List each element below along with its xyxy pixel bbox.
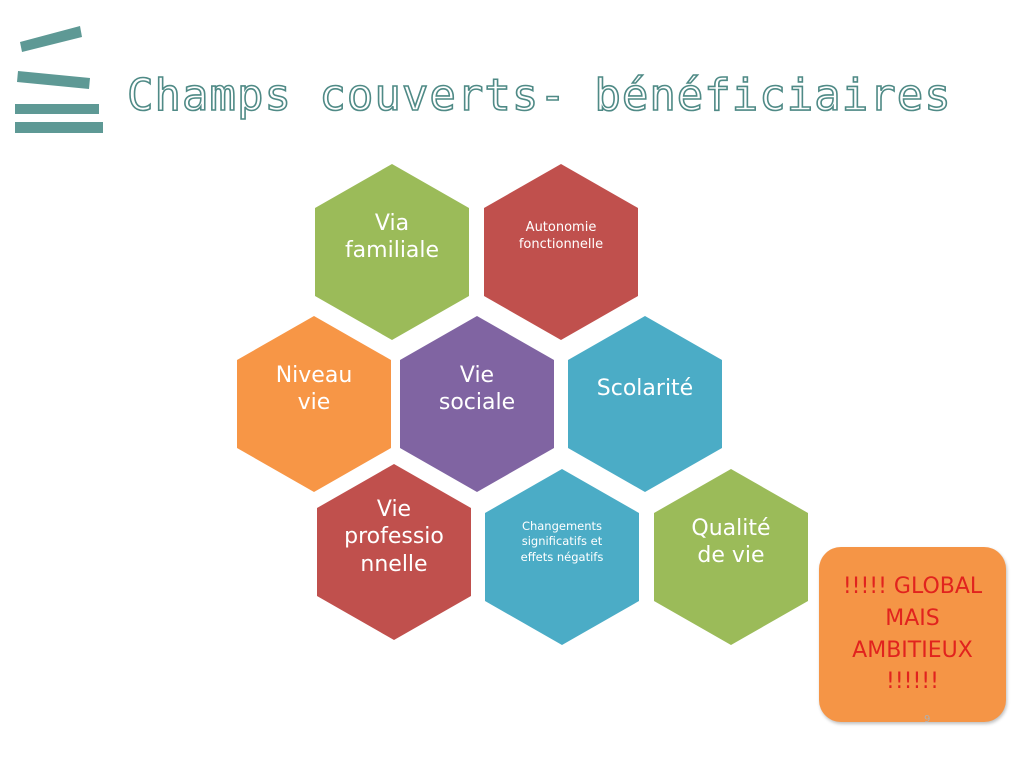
hexagon-vie-sociale [400,316,554,492]
hexagon-scolarite [568,316,722,492]
hexagon-label-changements: Changements significatifs et effets néga… [520,518,604,564]
hexagon-qualite-vie [654,469,808,645]
logo-book-bottom [15,122,103,133]
hexagon-label-vie-professionnelle: Vie professio nnelle [344,496,444,577]
hexagon-label-scolarite: Scolarité [596,376,694,402]
hexagon-label-vie-familiale: Via familiale [344,210,440,264]
hexagon-label-niveau-vie: Niveau vie [275,362,353,416]
hexagon-vie-familiale [315,164,469,340]
logo-book-upper-middle [17,71,90,89]
callout-text: !!!!! GLOBAL MAIS AMBITIEUX !!!!!! [842,573,983,695]
hexagon-label-vie-sociale: Vie sociale [438,362,516,416]
callout-box: !!!!! GLOBAL MAIS AMBITIEUX !!!!!! [819,547,1006,722]
hexagon-autonomie [484,164,638,340]
hexagon-vie-professionnelle [317,464,471,640]
hexagon-label-autonomie: Autonomie fonctionnelle [518,220,604,252]
logo-book-lower-middle [15,104,99,114]
stacked-books-icon [15,26,103,133]
logo-book-top [20,26,82,52]
slide-title: Champs couverts- bénéficiaires [126,69,952,122]
hexagon-label-qualite-vie: Qualité de vie [691,515,771,569]
hexagon-changements [485,469,639,645]
page-number: 9 [924,714,931,725]
hexagon-niveau-vie [237,316,391,492]
